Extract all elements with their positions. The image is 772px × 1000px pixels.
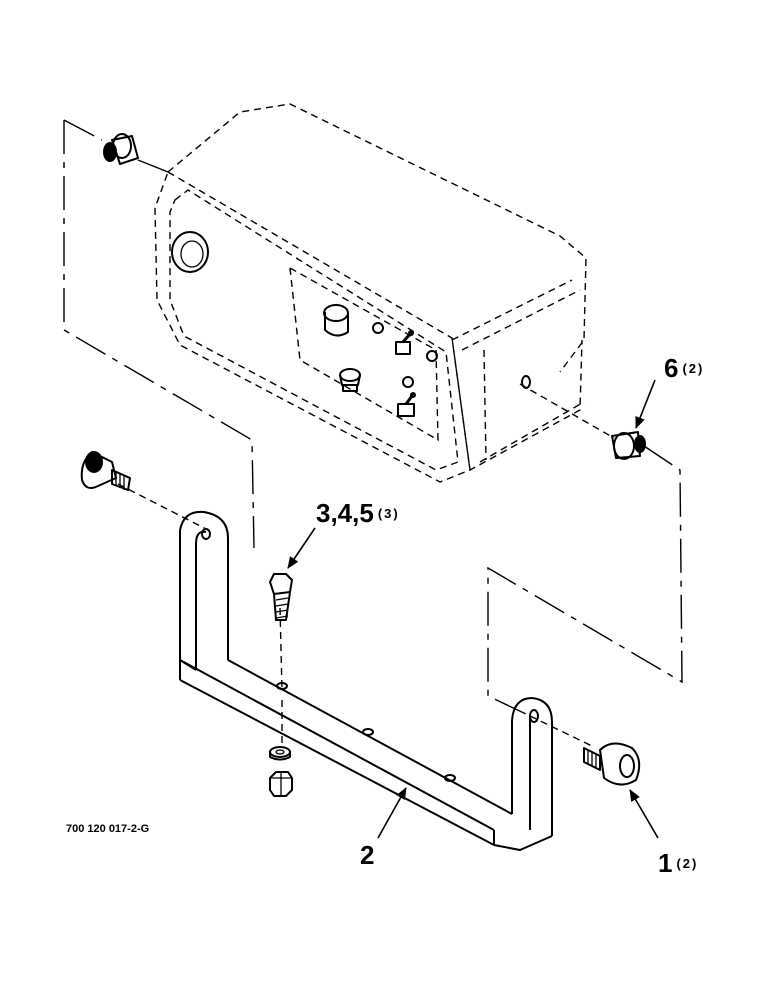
indicator-lamp (171, 231, 209, 273)
leader-part2 (377, 787, 407, 839)
small-lamp-1 (372, 322, 384, 334)
callout-part6: 6(2) (664, 353, 704, 383)
leader-part345 (287, 527, 316, 569)
bracket-hole-right (529, 709, 539, 723)
toggle-switch-1 (395, 330, 414, 355)
callout-part345: 3,4,5(3) (316, 498, 400, 528)
leader-part6 (635, 379, 656, 429)
bracket-hole-left (201, 528, 211, 540)
push-button (339, 368, 361, 392)
drawing-number: 700 120 017-2-G (66, 823, 149, 835)
knob-bolt-right (583, 742, 641, 786)
control-panel-fittings (171, 231, 531, 417)
toggle-switch-2 (397, 392, 416, 417)
bracket-hole-3 (444, 774, 456, 782)
knob-bolt-left (80, 451, 131, 491)
small-lamp-3 (402, 376, 414, 388)
assembly-center-lines (63, 119, 683, 747)
bracket-hole-1 (276, 682, 288, 690)
lock-washer (269, 746, 291, 761)
control-knob (323, 304, 349, 337)
control-box (154, 103, 587, 483)
hex-nut (269, 771, 293, 797)
hex-bolt (269, 573, 293, 621)
bushing-upper-left (103, 133, 139, 165)
mounting-bracket (179, 510, 553, 851)
small-lamp-2 (426, 350, 438, 362)
bushing-right (611, 431, 646, 460)
leader-part1 (629, 789, 659, 839)
bracket-hole-2 (362, 728, 374, 736)
callout-part2: 2 (360, 840, 374, 870)
side-mount-hole (521, 375, 531, 389)
callout-part1: 1(2) (658, 848, 698, 878)
